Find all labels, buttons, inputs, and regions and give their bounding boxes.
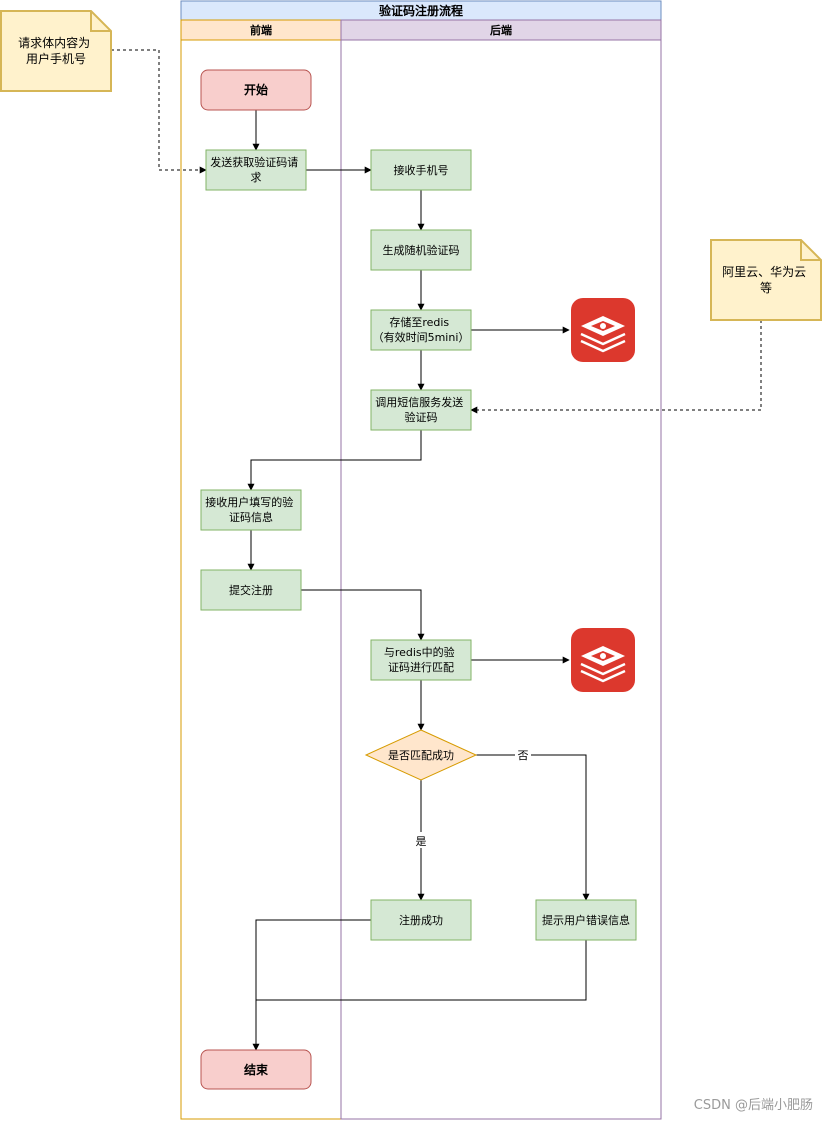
node-send-request-line1: 发送获取验证码请 bbox=[210, 155, 298, 169]
svg-text:发送获取验证码请 求: 发送获取验证码请 求 bbox=[210, 155, 302, 184]
svg-text:请求体内容为 用户手机号: 请求体内容为 用户手机号 bbox=[18, 35, 94, 66]
node-receive-input-line1: 接收用户填写的验 bbox=[205, 495, 293, 509]
node-receive-input-line2: 证码信息 bbox=[229, 510, 273, 524]
node-store-redis-line2: （有效时间5mini） bbox=[373, 330, 470, 344]
note-sms-provider-line1: 阿里云、华为云 bbox=[722, 265, 806, 279]
note-request-body-line2: 用户手机号 bbox=[26, 51, 86, 66]
edge-submit-to-match bbox=[301, 589, 425, 641]
pool-title: 验证码注册流程 bbox=[379, 3, 463, 18]
node-store-redis[interactable]: 存储至redis （有效时间5mini） bbox=[370, 309, 472, 351]
node-start-label: 开始 bbox=[244, 82, 268, 97]
svg-text:存储至redis （有效时间5mini）: 存储至redis （有效时间5mini） bbox=[373, 315, 470, 344]
lane-frontend-title: 前端 bbox=[250, 23, 272, 37]
note-sms-provider-line2: 等 bbox=[760, 281, 772, 295]
svg-text:接收用户填写的验 证码信息: 接收用户填写的验 证码信息 bbox=[205, 495, 297, 524]
node-receive-phone[interactable]: 接收手机号 bbox=[370, 149, 472, 191]
edge-decision-no bbox=[476, 754, 590, 901]
svg-text:阿里云、华为云 等: 阿里云、华为云 等 bbox=[722, 265, 810, 295]
node-match-redis[interactable]: 与redis中的验 证码进行匹配 bbox=[370, 639, 472, 681]
edge-sms-to-receive-input bbox=[247, 430, 422, 491]
node-store-redis-line1: 存储至redis bbox=[389, 315, 449, 329]
node-success-label: 注册成功 bbox=[399, 913, 443, 927]
node-call-sms-line1: 调用短信服务发送 bbox=[375, 395, 463, 409]
node-error-label: 提示用户错误信息 bbox=[542, 913, 630, 927]
node-decision-label: 是否匹配成功 bbox=[388, 749, 454, 762]
node-call-sms[interactable]: 调用短信服务发送 验证码 bbox=[370, 389, 472, 431]
node-receive-phone-label: 接收手机号 bbox=[394, 163, 449, 177]
edge-label-yes: 是 bbox=[416, 835, 427, 848]
note-request-body-line1: 请求体内容为 bbox=[18, 35, 90, 50]
node-error[interactable]: 提示用户错误信息 bbox=[535, 899, 637, 941]
watermark: CSDN @后端小肥肠 bbox=[693, 1098, 813, 1113]
node-receive-input[interactable]: 接收用户填写的验 证码信息 bbox=[200, 489, 302, 531]
node-send-request-line2: 求 bbox=[251, 171, 262, 184]
node-submit[interactable]: 提交注册 bbox=[200, 569, 302, 611]
node-generate-code[interactable]: 生成随机验证码 bbox=[370, 229, 472, 271]
node-generate-code-label: 生成随机验证码 bbox=[383, 243, 460, 257]
note-sms-provider: 阿里云、华为云 等 bbox=[710, 239, 822, 321]
node-success[interactable]: 注册成功 bbox=[370, 899, 472, 941]
edge-note-request bbox=[111, 49, 207, 174]
node-match-redis-line1: 与redis中的验 bbox=[384, 645, 455, 659]
node-submit-label: 提交注册 bbox=[229, 583, 273, 597]
redis-icon bbox=[569, 296, 637, 364]
node-start[interactable]: 开始 bbox=[200, 69, 312, 111]
node-call-sms-line2: 验证码 bbox=[405, 410, 438, 424]
svg-text:调用短信服务发送 验证码: 调用短信服务发送 验证码 bbox=[375, 395, 467, 424]
node-decision[interactable]: 是否匹配成功 bbox=[364, 729, 478, 781]
edge-note-sms bbox=[470, 320, 762, 414]
node-end[interactable]: 结束 bbox=[200, 1049, 312, 1090]
edges bbox=[111, 49, 762, 1051]
node-send-request[interactable]: 发送获取验证码请 求 bbox=[205, 149, 307, 191]
svg-text:与redis中的验 证码进行匹配: 与redis中的验 证码进行匹配 bbox=[384, 645, 458, 674]
lane-backend-title: 后端 bbox=[490, 23, 512, 37]
lane-backend: 后端 bbox=[340, 19, 662, 1120]
note-request-body: 请求体内容为 用户手机号 bbox=[0, 10, 112, 92]
edge-error-to-end bbox=[256, 940, 587, 1001]
edge-success-to-end bbox=[252, 919, 371, 1051]
redis-icon bbox=[569, 626, 637, 694]
node-match-redis-line2: 证码进行匹配 bbox=[388, 661, 454, 674]
node-end-label: 结束 bbox=[244, 1062, 269, 1077]
edge-label-no: 否 bbox=[518, 749, 529, 762]
